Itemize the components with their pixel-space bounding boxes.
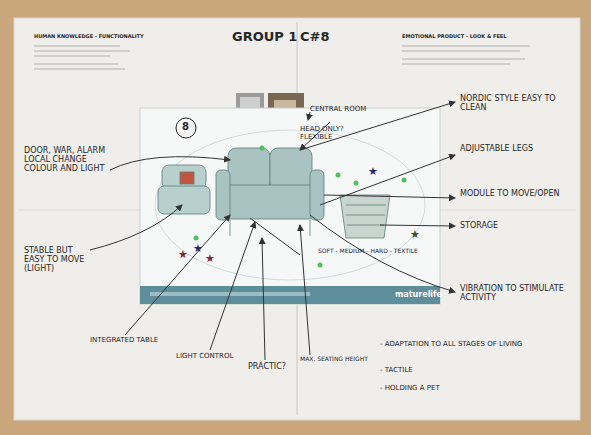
svg-text:★: ★ bbox=[368, 165, 378, 177]
section-heading: HUMAN KNOWLEDGE - FUNCTIONALITY bbox=[34, 34, 144, 40]
note: - TACTILE bbox=[380, 366, 530, 374]
note: LIGHT CONTROL bbox=[176, 352, 256, 360]
note: MAX. SEATING HEIGHT bbox=[300, 356, 370, 363]
brand-name: maturelife bbox=[395, 290, 442, 299]
note: - HOLDING A PET bbox=[380, 384, 530, 392]
note: - ADAPTATION TO ALL STAGES OF LIVING bbox=[380, 340, 565, 348]
section-heading: EMOTIONAL PRODUCT - LOOK & FEEL bbox=[402, 34, 506, 40]
note: MODULE TO MOVE/OPEN bbox=[460, 189, 560, 198]
note: STORAGE bbox=[460, 221, 560, 230]
callout-number: 8 bbox=[182, 121, 189, 133]
heading-code: C#8 bbox=[300, 30, 329, 45]
note: CENTRAL ROOM bbox=[310, 105, 366, 113]
note: INTEGRATED TABLE bbox=[90, 336, 170, 344]
note: STABLE BUT EASY TO MOVE (LIGHT) bbox=[24, 246, 94, 274]
note: SOFT - MEDIUM - HARD - TEXTILE bbox=[318, 248, 458, 255]
note: DOOR, WAR, ALARM LOCAL CHANGE COLOUR AND… bbox=[24, 146, 112, 174]
svg-text:★: ★ bbox=[410, 228, 420, 240]
note: VIBRATION TO STIMULATE ACTIVITY bbox=[460, 284, 570, 302]
note: PRACTIC? bbox=[248, 362, 308, 371]
note: NORDIC STYLE EASY TO CLEAN bbox=[460, 94, 560, 112]
poster-title: GROUP 1 bbox=[232, 30, 297, 45]
svg-text:★: ★ bbox=[205, 252, 215, 264]
svg-text:★: ★ bbox=[178, 248, 188, 260]
note: HEAD ONLY? FLEXIBLE bbox=[300, 125, 370, 141]
note: ADJUSTABLE LEGS bbox=[460, 144, 560, 153]
